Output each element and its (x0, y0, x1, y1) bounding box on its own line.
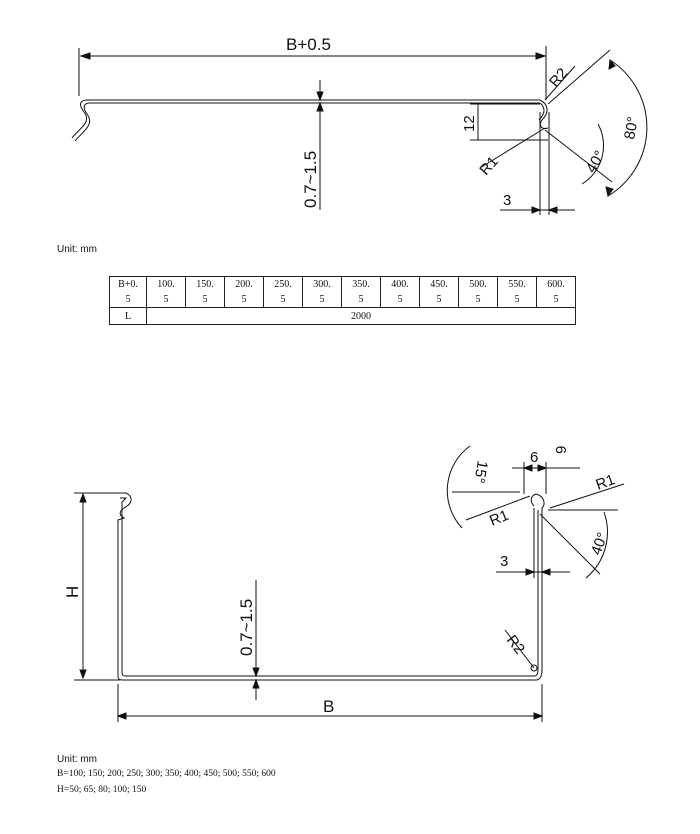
table-cell: 200.5 (224, 276, 264, 308)
table-cell: 500.5 (458, 276, 498, 308)
top-offset-label: 3 (503, 192, 511, 209)
table-cell: 150.5 (185, 276, 225, 308)
table-cell: 250.5 (263, 276, 303, 308)
bottom-profile-drawing: B H 0.7~1.5 6 9 3 15° 40° R1 R1 R2 (63, 445, 625, 722)
bottom-gap-label: 6 (530, 449, 538, 466)
angle-arc-40-bottom (585, 511, 608, 579)
angle-arc-80 (607, 59, 648, 197)
top-angle-small-label: 40° (583, 148, 609, 176)
top-angle-large-label: 80° (621, 115, 642, 140)
angle-arc-40 (581, 123, 605, 185)
table-cell: 400.5 (380, 276, 420, 308)
table-header-l: L (109, 307, 147, 325)
table-cell: 350.5 (341, 276, 381, 308)
bottom-width-label: B (323, 697, 334, 716)
bottom-radius-corner-label: R2 (503, 632, 528, 658)
table-cell-length: 2000 (146, 307, 576, 325)
dimension-table: B+0.5 100.5 150.5 200.5 250.5 300.5 350.… (109, 276, 576, 325)
top-thickness-label: 0.7~1.5 (301, 151, 320, 208)
bottom-angle-top-label: 15° (470, 459, 491, 484)
table-cell: 100.5 (146, 276, 186, 308)
top-height-label: 12 (461, 115, 478, 132)
top-width-label: B+0.5 (286, 35, 331, 54)
bottom-height-label: H (63, 586, 82, 598)
bottom-small-label: 9 (553, 446, 570, 454)
bottom-channel-profile (80, 492, 545, 681)
table-row: B+0.5 100.5 150.5 200.5 250.5 300.5 350.… (109, 276, 576, 308)
table-cell: 450.5 (419, 276, 459, 308)
bottom-radius-left-label: R1 (487, 507, 511, 530)
table-header-b: B+0.5 (109, 276, 147, 308)
bottom-thickness-label: 0.7~1.5 (237, 599, 256, 656)
angle-arc-15 (446, 445, 471, 529)
table-cell: 300.5 (302, 276, 342, 308)
b-values-spec: B=100; 150; 200; 250; 300; 350; 400; 450… (57, 769, 276, 779)
top-profile-drawing: B+0.5 0.7~1.5 12 3 R2 R1 80° 40° (71, 35, 648, 215)
unit-label-bottom: Unit: mm (57, 754, 97, 765)
table-cell: 600.5 (536, 276, 576, 308)
h-values-spec: H=50; 65; 80; 100; 150 (57, 785, 147, 795)
bottom-offset-label: 3 (500, 553, 508, 570)
bottom-angle-bottom-label: 40° (588, 530, 612, 557)
table-cell: 550.5 (497, 276, 537, 308)
table-row: L 2000 (109, 307, 576, 325)
bottom-radius-right-label: R1 (594, 471, 618, 494)
unit-label-top: Unit: mm (57, 244, 97, 255)
